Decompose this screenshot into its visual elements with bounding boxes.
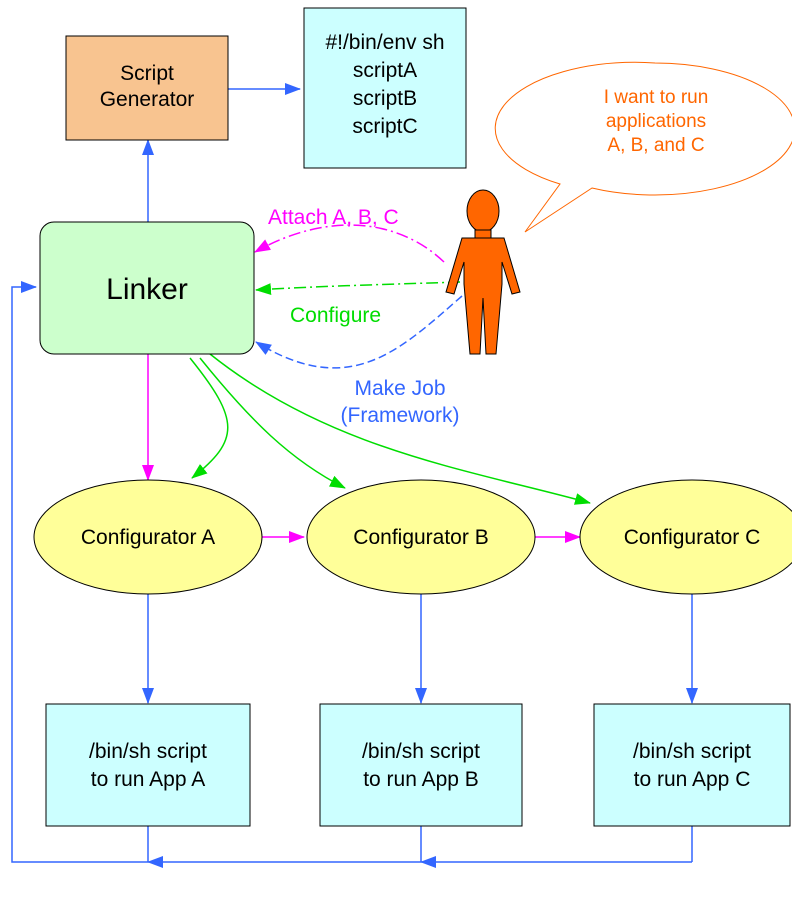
- speech-line3: A, B, and C: [607, 135, 704, 156]
- script-generator-label-line2: Generator: [100, 88, 195, 111]
- app-a-script-line2: to run App A: [91, 768, 205, 791]
- make-job-label-line2: (Framework): [341, 404, 460, 427]
- generated-script-box[interactable]: #!/bin/env sh scriptA scriptB scriptC: [303, 7, 467, 169]
- configurator-b-label: Configurator B: [353, 526, 488, 549]
- app-b-script-line2: to run App B: [363, 768, 479, 791]
- app-c-script-line1: /bin/sh script: [633, 740, 751, 763]
- app-c-script-line2: to run App C: [634, 768, 751, 791]
- attach-label: Attach A, B, C: [268, 206, 399, 229]
- make-job-label-line1: Make Job: [354, 377, 445, 400]
- app-b-script-node[interactable]: /bin/sh script to run App B: [319, 703, 523, 827]
- speech-line2: applications: [606, 111, 706, 132]
- arrow-configure: [255, 281, 461, 296]
- app-c-script-node[interactable]: /bin/sh script to run App C: [593, 703, 791, 827]
- generated-script-line1: #!/bin/env sh: [325, 31, 444, 54]
- speech-line1: I want to run: [604, 87, 709, 108]
- configure-label: Configure: [290, 304, 381, 327]
- arrow-linker-to-config-b-green: [199, 357, 346, 489]
- linker-label: Linker: [106, 273, 188, 306]
- arrow-linker-to-config-c-green: [209, 353, 591, 505]
- configurator-c-node[interactable]: Configurator C: [579, 479, 792, 595]
- configurator-a-label: Configurator A: [81, 526, 215, 549]
- speech-bubble: I want to run applications A, B, and C: [494, 61, 792, 233]
- app-b-script-line1: /bin/sh script: [362, 740, 480, 763]
- arrow-attach: [254, 224, 445, 263]
- generated-script-line3: scriptB: [353, 87, 417, 110]
- app-a-script-line1: /bin/sh script: [89, 740, 207, 763]
- generated-script-line2: scriptA: [353, 59, 417, 82]
- configurator-b-node[interactable]: Configurator B: [306, 479, 536, 595]
- generated-script-line4: scriptC: [352, 115, 417, 138]
- linker-node[interactable]: Linker: [39, 221, 255, 355]
- arrow-make-job: [255, 295, 463, 369]
- feedback-return-to-linker: [11, 281, 148, 863]
- configurator-a-node[interactable]: Configurator A: [33, 479, 263, 595]
- app-a-script-node[interactable]: /bin/sh script to run App A: [45, 703, 251, 827]
- configurator-c-label: Configurator C: [624, 526, 761, 549]
- arrow-linker-to-config-a-green: [189, 357, 229, 479]
- script-generator-label-line1: Script: [120, 62, 174, 85]
- script-generator-node[interactable]: Script Generator: [65, 35, 229, 141]
- user-icon[interactable]: [445, 189, 521, 355]
